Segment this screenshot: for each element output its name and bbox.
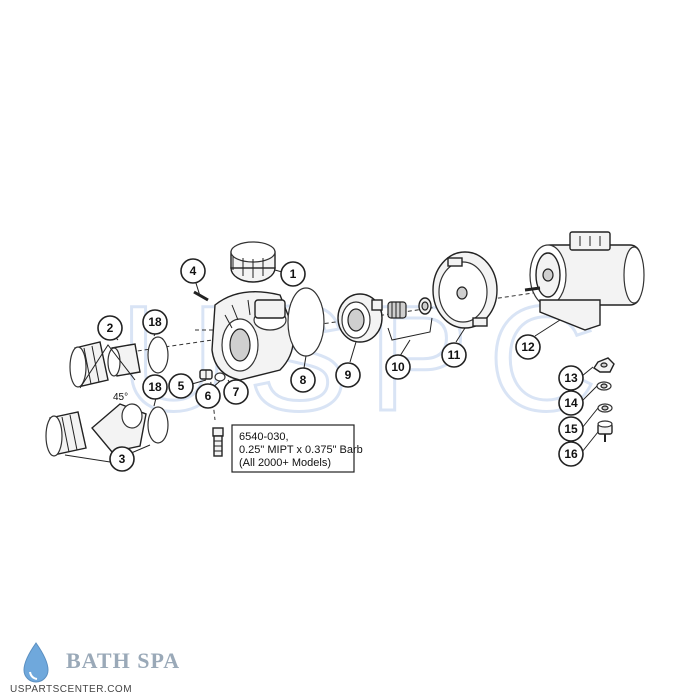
svg-text:5: 5 bbox=[178, 379, 185, 393]
svg-text:1: 1 bbox=[290, 267, 297, 281]
callout-11: 11 bbox=[441, 342, 467, 368]
callout-13: 13 bbox=[558, 365, 584, 391]
callout-10: 10 bbox=[385, 354, 411, 380]
svg-text:15: 15 bbox=[564, 422, 578, 436]
part-18-oring-upper bbox=[147, 336, 169, 374]
svg-text:7: 7 bbox=[233, 385, 240, 399]
part-3-elbow bbox=[91, 403, 147, 453]
callout-5: 5 bbox=[168, 373, 194, 399]
svg-text:12: 12 bbox=[521, 340, 535, 354]
part-10-shaft-seal bbox=[387, 297, 433, 341]
part-2-union-nut bbox=[69, 341, 109, 388]
callout-2: 2 bbox=[97, 315, 123, 341]
part-5-fitting bbox=[199, 369, 213, 380]
svg-text:13: 13 bbox=[564, 371, 578, 385]
callout-18-upper: 18 bbox=[142, 309, 168, 335]
svg-text:16: 16 bbox=[564, 447, 578, 461]
leader-part-2 bbox=[79, 344, 136, 389]
part-12-motor bbox=[524, 231, 645, 331]
svg-text:6: 6 bbox=[205, 389, 212, 403]
part-13-nut bbox=[593, 357, 615, 373]
svg-text:11: 11 bbox=[448, 348, 461, 362]
callout-12: 12 bbox=[515, 334, 541, 360]
part-18-oring-lower bbox=[147, 406, 169, 444]
callout-6: 6 bbox=[195, 383, 221, 409]
part-4-pin bbox=[193, 290, 209, 302]
part-16-bolt bbox=[597, 420, 613, 442]
callout-7: 7 bbox=[223, 379, 249, 405]
part-15-washer bbox=[597, 403, 613, 413]
part-2-tailpiece bbox=[107, 343, 141, 377]
assembly-axis bbox=[109, 291, 541, 356]
part-8-oring bbox=[287, 287, 325, 357]
callout-9: 9 bbox=[335, 362, 361, 388]
callout-15: 15 bbox=[558, 416, 584, 442]
svg-text:18: 18 bbox=[148, 380, 162, 394]
svg-text:9: 9 bbox=[345, 368, 352, 382]
callout-18-lower: 18 bbox=[142, 374, 168, 400]
note-line-2: 0.25" MIPT x 0.375" Barb bbox=[239, 444, 363, 456]
water-drop-icon bbox=[23, 642, 49, 683]
part-1-union-nut bbox=[230, 241, 276, 283]
part-9-seal-plate bbox=[337, 293, 383, 343]
brand-logo: BATH SPA USPARTSCENTER.COM bbox=[10, 642, 180, 695]
svg-text:4: 4 bbox=[190, 264, 197, 278]
part-3-union-nut bbox=[45, 411, 87, 457]
part-11-motor-face bbox=[432, 251, 498, 329]
callout-14: 14 bbox=[558, 390, 584, 416]
svg-text:18: 18 bbox=[148, 315, 162, 329]
svg-text:2: 2 bbox=[107, 321, 114, 335]
svg-text:8: 8 bbox=[300, 373, 307, 387]
callout-4: 4 bbox=[180, 258, 206, 284]
part-6-oring bbox=[214, 372, 226, 382]
note-line-3: (All 2000+ Models) bbox=[239, 457, 331, 469]
fitting-note: 6540-030, 0.25" MIPT x 0.375" Barb (All … bbox=[231, 424, 363, 473]
svg-text:14: 14 bbox=[564, 396, 578, 410]
pump-volute bbox=[211, 290, 294, 381]
svg-text:10: 10 bbox=[391, 360, 405, 374]
callout-1: 1 bbox=[280, 261, 306, 287]
brand-url: USPARTSCENTER.COM bbox=[10, 684, 132, 695]
part-14-washer bbox=[596, 381, 612, 391]
angle-label: 45° bbox=[113, 392, 128, 403]
svg-text:3: 3 bbox=[119, 452, 126, 466]
callout-8: 8 bbox=[290, 367, 316, 393]
note-line-1: 6540-030, bbox=[239, 431, 289, 443]
barb-fitting-detail bbox=[212, 427, 224, 457]
callout-3: 3 bbox=[109, 446, 135, 472]
brand-name: BATH SPA bbox=[66, 648, 180, 673]
callout-16: 16 bbox=[558, 441, 584, 467]
